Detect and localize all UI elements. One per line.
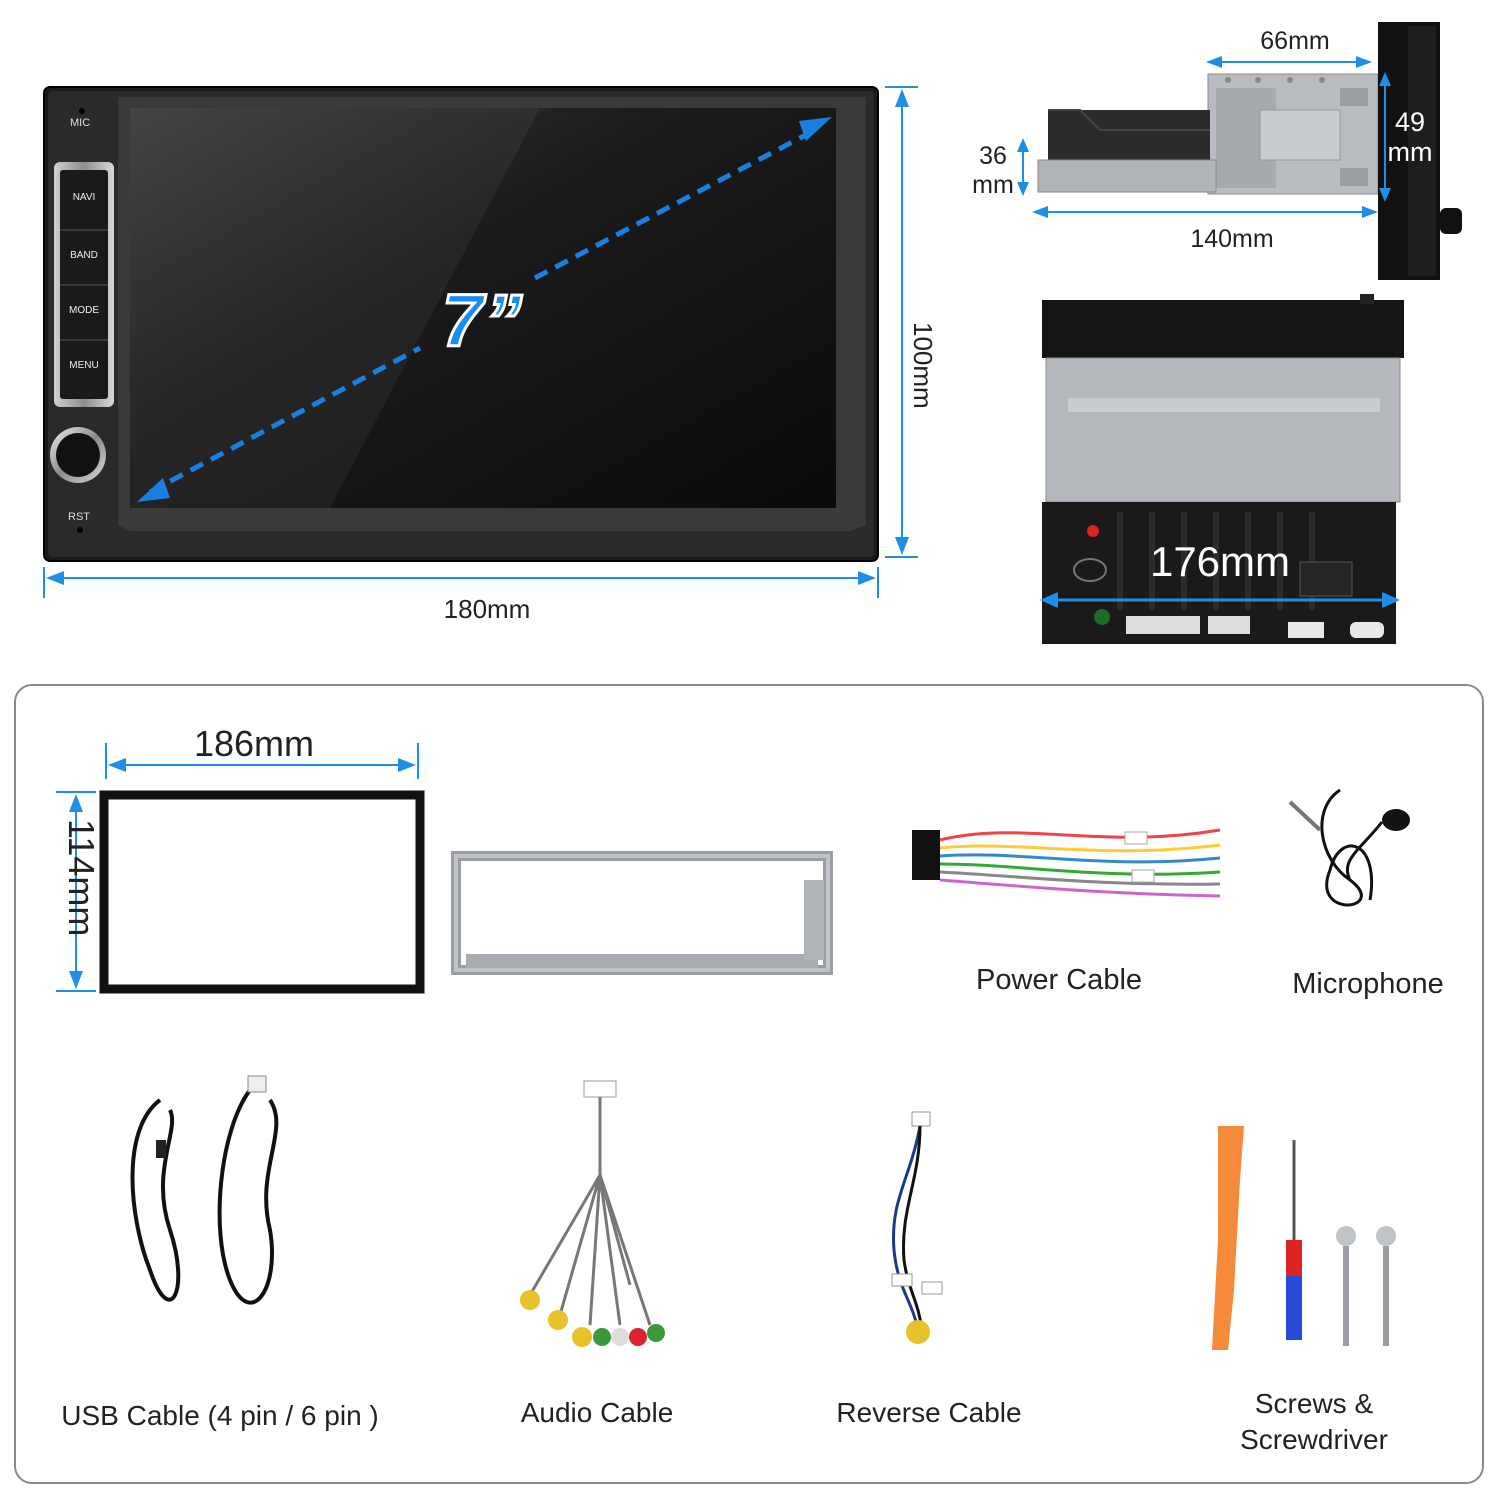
microphone-drawing <box>1288 788 1410 907</box>
bottom-view: 176mm <box>1030 290 1410 650</box>
reverse-cable-drawing <box>891 1111 943 1344</box>
bottom-width-label: 176mm <box>1149 538 1291 585</box>
screws-label-line2: Screwdriver <box>1240 1424 1388 1455</box>
band-label: BAND <box>70 250 98 261</box>
band-button[interactable]: BAND <box>58 250 110 270</box>
usb-cable-item: USB Cable (4 pin / 6 pin ) <box>40 1070 410 1440</box>
power-cable-item: Power Cable <box>900 790 1230 1010</box>
microphone-item: Microphone <box>1270 770 1470 1010</box>
usb-cable-label: USB Cable (4 pin / 6 pin ) <box>61 1400 379 1431</box>
menu-button[interactable]: MENU <box>58 360 110 380</box>
power-cable-label: Power Cable <box>975 964 1143 996</box>
side-top-width-label: 66mm <box>1260 27 1330 55</box>
trim-frame: 186mm 114mm <box>30 715 450 1005</box>
trim-frame-drawing <box>56 743 425 994</box>
menu-label: MENU <box>69 360 99 371</box>
side-chassis-height-num: 36 <box>979 142 1007 170</box>
screws-item: Screws & Screwdriver <box>1190 1120 1440 1460</box>
side-front-height-unit: mm <box>1387 137 1433 167</box>
rst-label: RST <box>68 511 90 523</box>
side-depth-label: 140mm <box>1190 225 1274 253</box>
reverse-cable-item: Reverse Cable <box>800 1100 1060 1440</box>
screws-drawing <box>1212 1126 1396 1350</box>
audio-cable-drawing <box>520 1080 665 1347</box>
unit-width-label: 180mm <box>443 594 531 624</box>
side-chassis-height-unit: mm <box>972 171 1014 199</box>
head-unit-drawing <box>43 86 918 598</box>
navi-button[interactable]: NAVI <box>58 192 110 212</box>
accessories-panel <box>14 684 1484 1484</box>
frame-height-label: 114mm <box>61 819 102 937</box>
screen-diagonal-label: 7” <box>440 278 525 364</box>
side-front-height-num: 49 <box>1394 107 1426 137</box>
mounting-cage-drawing <box>451 851 833 975</box>
mode-label: MODE <box>69 305 99 316</box>
reverse-cable-label: Reverse Cable <box>836 1397 1022 1428</box>
mic-label: MIC <box>70 117 91 129</box>
volume-knob[interactable] <box>50 427 106 483</box>
frame-width-label: 186mm <box>193 723 315 764</box>
bottom-view-drawing <box>1040 294 1404 644</box>
mode-button[interactable]: MODE <box>58 305 110 325</box>
audio-cable-item: Audio Cable <box>480 1075 720 1440</box>
head-unit-front: MIC NAVI BAND MODE MENU RST 7” 180mm 100… <box>0 0 960 640</box>
unit-height-label: 100mm <box>908 322 938 409</box>
mounting-cage <box>451 850 833 980</box>
power-cable-drawing <box>912 828 1221 898</box>
side-view: 66mm 140mm 36 mm 49 mm <box>960 0 1500 290</box>
usb-cable-drawing <box>130 1075 279 1305</box>
navi-label: NAVI <box>72 192 96 203</box>
audio-cable-label: Audio Cable <box>520 1397 674 1428</box>
microphone-label: Microphone <box>1292 968 1444 1000</box>
side-view-drawing <box>1017 22 1462 280</box>
screws-label-line1: Screws & <box>1254 1388 1374 1419</box>
